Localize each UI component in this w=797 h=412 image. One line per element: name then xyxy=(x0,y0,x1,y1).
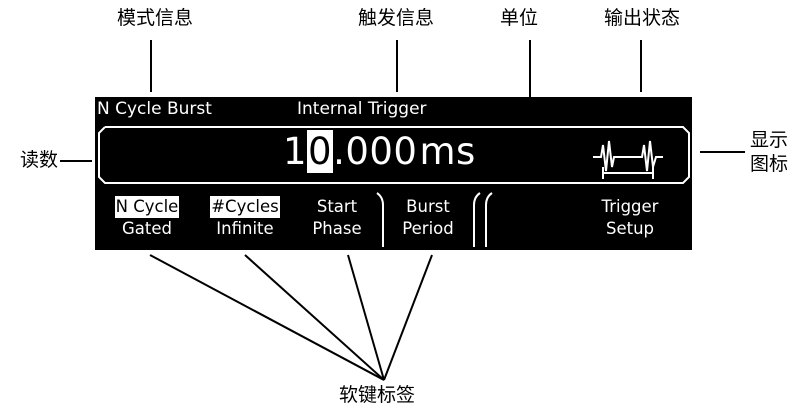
display-frame xyxy=(98,126,690,247)
instrument-display: N Cycle Burst Internal Trigger 10.000ms … xyxy=(95,97,692,250)
softkey-burst-period[interactable]: Burst Period xyxy=(387,196,469,246)
mode-status-text: N Cycle Burst xyxy=(97,99,212,119)
softkey-6-top: Trigger xyxy=(601,197,659,216)
display-icon-callout-line2: 图标 xyxy=(750,153,789,175)
trigger-status-text: Internal Trigger xyxy=(297,99,427,119)
softkey-6-bottom: Setup xyxy=(605,219,655,238)
softkey-labels-callout: 软键标签 xyxy=(339,384,416,406)
softkey-3-top: Start xyxy=(316,197,358,216)
softkey-1-top: N Cycle xyxy=(114,196,180,218)
trigger-info-callout: 触发信息 xyxy=(358,7,435,29)
softkey-4-bottom: Period xyxy=(402,219,454,238)
reading-callout: 读数 xyxy=(20,149,59,171)
softkey-leader-4 xyxy=(383,254,433,381)
reading-frame xyxy=(98,126,690,184)
unit-callout: 单位 xyxy=(500,7,539,29)
mode-info-callout: 模式信息 xyxy=(117,7,194,29)
softkey-4-top: Burst xyxy=(406,197,450,216)
softkey-1-bottom: Gated xyxy=(122,219,172,238)
reading-cursor-digit: 0 xyxy=(307,130,334,173)
softkey-cycles-infinite[interactable]: #Cycles Infinite xyxy=(198,196,292,246)
softkey-divider-3 xyxy=(485,192,493,247)
softkey-leader-1 xyxy=(149,254,385,381)
softkey-2-bottom: Infinite xyxy=(216,219,274,238)
burst-waveform-icon xyxy=(593,140,663,179)
softkey-start-phase[interactable]: Start Phase xyxy=(298,196,376,246)
softkey-divider-1 xyxy=(376,192,384,247)
softkey-3-bottom: Phase xyxy=(312,219,362,238)
softkey-ncycle-gated[interactable]: N Cycle Gated xyxy=(105,196,189,246)
softkey-divider-2 xyxy=(473,192,481,247)
output-status-callout: 输出状态 xyxy=(604,7,681,29)
reading-value: 10.000ms xyxy=(283,130,476,173)
softkey-blank[interactable] xyxy=(493,196,563,246)
display-icon-callout-line1: 显示 xyxy=(750,129,789,151)
softkey-2-top: #Cycles xyxy=(210,196,280,218)
reading-digits-after: .000 xyxy=(333,130,418,173)
softkey-leader-2 xyxy=(244,254,385,381)
softkey-trigger-setup[interactable]: Trigger Setup xyxy=(575,196,685,246)
reading-digit-before: 1 xyxy=(283,130,308,173)
reading-unit: ms xyxy=(419,130,476,173)
softkey-leader-3 xyxy=(347,254,385,381)
